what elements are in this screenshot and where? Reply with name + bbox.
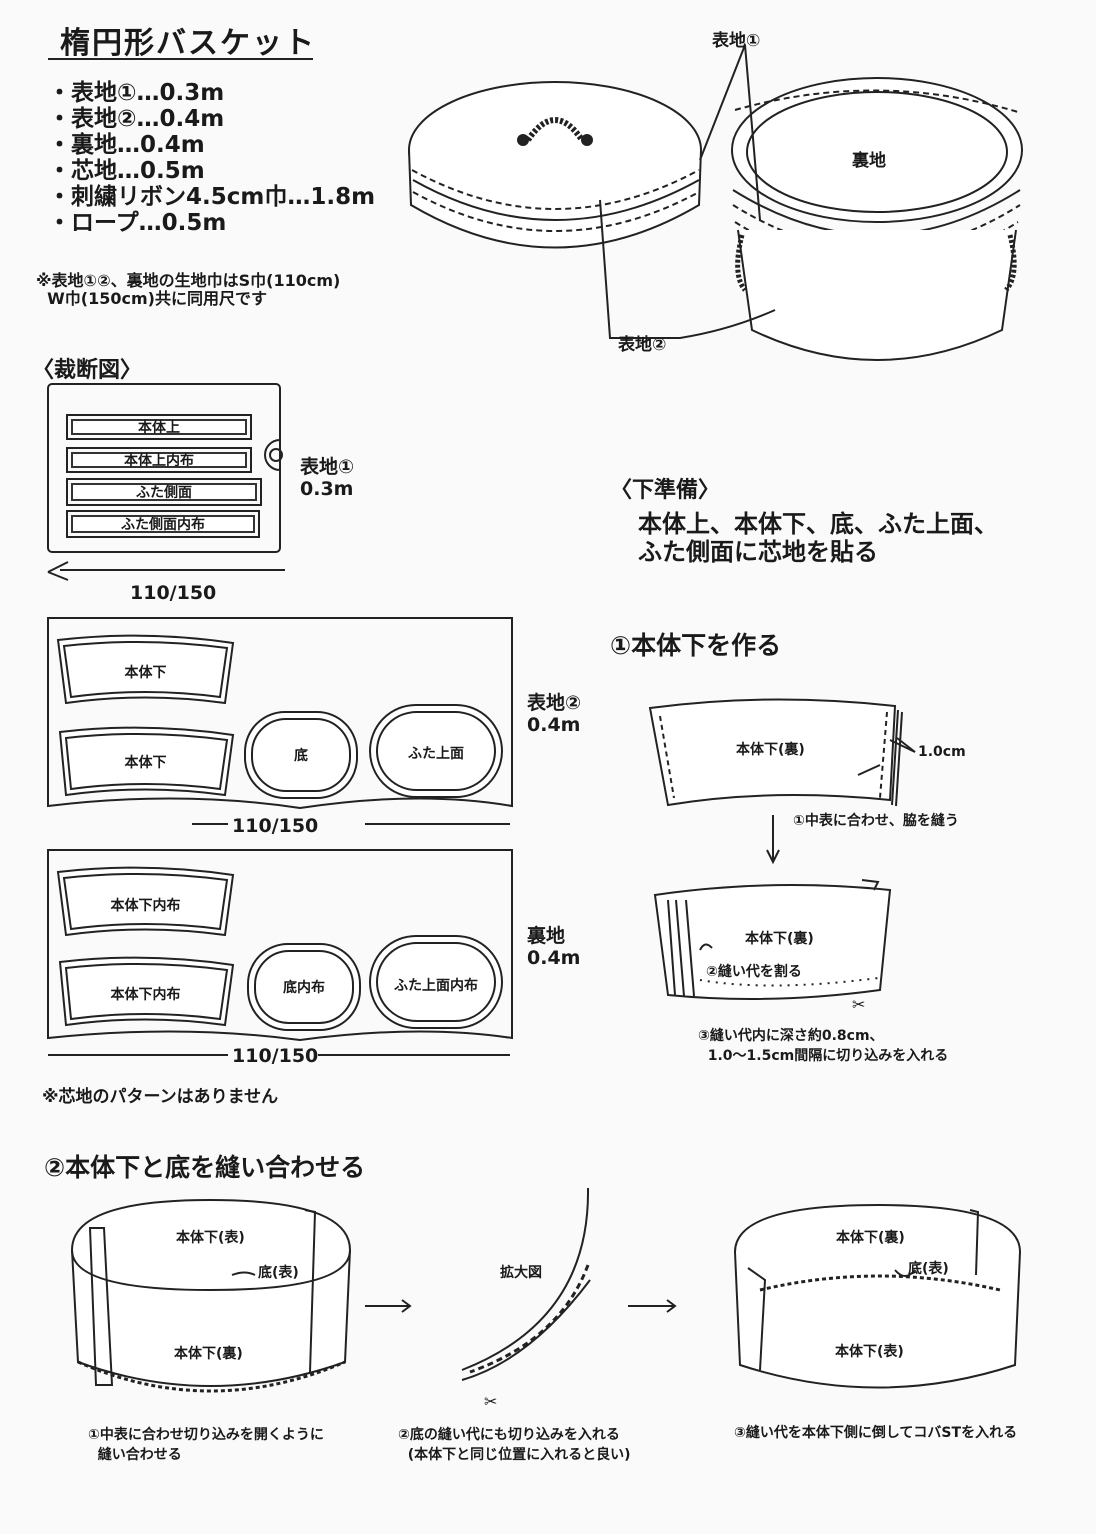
scissors-icon: ✂: [852, 995, 866, 1014]
material-item: 表地①…0.3m: [48, 80, 375, 106]
rope-handle: [525, 117, 585, 142]
step2-fig3: [733, 1203, 1022, 1389]
piece-futa-uwamen-uchinuno: ふた上面内布: [394, 978, 478, 994]
cutting-sheet-3: [47, 849, 513, 1042]
material-item: 芯地…0.5m: [48, 158, 375, 184]
label-omote1: 表地①: [712, 31, 761, 51]
step2-fig3-body: 本体下(表): [835, 1344, 904, 1360]
piece-futa-uwamen: ふた上面: [408, 746, 464, 762]
step2-zoom-label: 拡大図: [500, 1265, 542, 1281]
fabric-width-note: ※表地①②、裏地の生地巾はS巾(110cm) W巾(150cm)共に同用尺です: [36, 271, 341, 308]
piece-hontai-shita-2: 本体下: [124, 755, 167, 771]
sheet3-width: 110/150: [232, 1045, 319, 1067]
body-lower: [737, 229, 1017, 361]
step1-instruction-1: ①中表に合わせ、脇を縫う: [793, 813, 959, 829]
body-opening: [731, 77, 1023, 223]
step1-piece-label-2: 本体下(裏): [745, 931, 814, 947]
step2-caption-2: ②底の縫い代にも切り込みを入れる (本体下と同じ位置に入れると良い): [398, 1427, 631, 1463]
step2-caption-3: ③縫い代を本体下側に倒してコバSTを入れる: [734, 1425, 1018, 1441]
step1-instruction-3: ③縫い代内に深さ約0.8cm、 1.0～1.5cm間隔に切り込みを入れる: [698, 1028, 949, 1064]
cutting-sheet-1: [47, 383, 281, 553]
piece-hontai-shita-uchinuno-2: 本体下内布: [110, 987, 181, 1003]
materials-list: 表地①…0.3m 表地②…0.4m 裏地…0.4m 芯地…0.5m 刺繍リボン4…: [48, 80, 375, 236]
step2-caption-1: ①中表に合わせ切り込みを開くように 縫い合わせる: [88, 1427, 324, 1463]
cutting-sheet-2: [47, 617, 513, 810]
cutting-heading: 〈裁断図〉: [32, 358, 143, 383]
step2-fig1-body: 本体下(裏): [174, 1346, 243, 1362]
lining-edge: [746, 91, 1008, 213]
sheet3-side-label: 裏地 0.4m: [527, 925, 581, 969]
step2-fig3-top: 本体下(裏): [836, 1230, 905, 1246]
piece-soko-uchinuno: 底内布: [283, 980, 325, 996]
body-lower-ring: [653, 884, 892, 1000]
piece-futa-sokumen-uchinuno: ふた側面内布: [66, 510, 260, 538]
material-item: 刺繍リボン4.5cm巾…1.8m: [48, 184, 375, 210]
piece-hontai-shita-uchinuno-1: 本体下内布: [110, 898, 181, 914]
step1-instruction-2: ②縫い代を割る: [706, 964, 802, 980]
body-lower-flat: [648, 698, 897, 807]
label-omote2: 表地②: [618, 335, 667, 355]
step1-seam-allowance: 1.0cm: [918, 744, 966, 760]
scissors-icon: ✂: [484, 1392, 498, 1411]
step1-heading: ①本体下を作る: [610, 631, 782, 660]
label-ura: 裏地: [852, 151, 886, 171]
sheet1-side-label: 表地① 0.3m: [300, 456, 355, 500]
piece-soko: 底: [294, 748, 308, 764]
piece-hontai-shita-1: 本体下: [124, 665, 167, 681]
page-title: 楕円形バスケット: [60, 26, 316, 61]
sheet2-width: 110/150: [232, 815, 319, 837]
piece-hontai-ue-uchinuno: 本体上内布: [66, 447, 252, 473]
material-item: 表地②…0.4m: [48, 106, 375, 132]
title-underline: [48, 58, 313, 60]
sheet1-width: 110/150: [130, 582, 217, 604]
step2-fig1-bottom: 底(表): [258, 1265, 299, 1281]
sheet2-side-label: 表地② 0.4m: [527, 692, 582, 736]
piece-hontai-ue: 本体上: [66, 414, 252, 440]
lid-side: [408, 149, 702, 249]
material-item: ロープ…0.5m: [48, 210, 375, 236]
piece-futa-sokumen: ふた側面: [66, 478, 262, 506]
step2-fig1: [70, 1198, 352, 1387]
step1-piece-label: 本体下(裏): [736, 742, 805, 758]
prep-heading: 〈下準備〉: [610, 478, 721, 503]
step2-fig1-top: 本体下(表): [176, 1230, 245, 1246]
step2-fig3-bottom: 底(表): [908, 1261, 949, 1277]
material-item: 裏地…0.4m: [48, 132, 375, 158]
step2-heading: ②本体下と底を縫い合わせる: [44, 1153, 366, 1182]
prep-text: 本体上、本体下、底、ふた上面、 ふた側面に芯地を貼る: [638, 510, 998, 566]
interfacing-note: ※芯地のパターンはありません: [42, 1087, 279, 1107]
